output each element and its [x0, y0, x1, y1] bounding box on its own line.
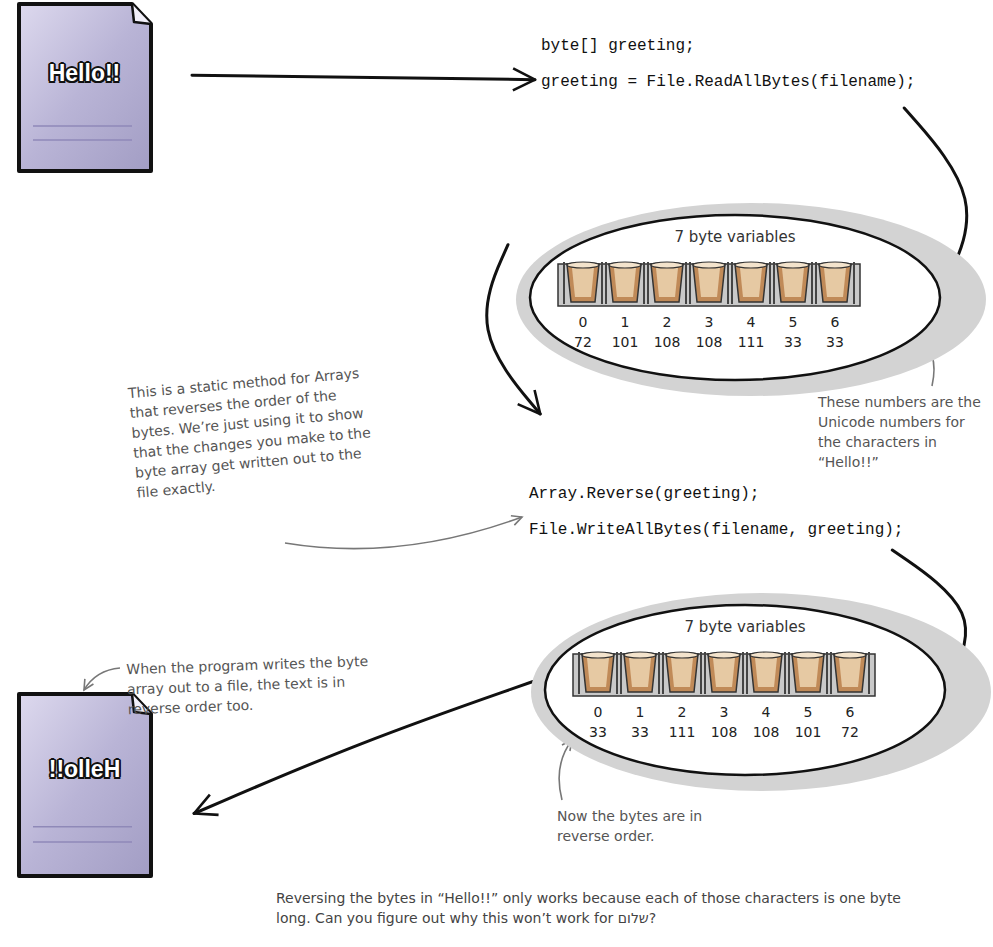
file-shade: [33, 125, 132, 127]
byte-cup: [732, 262, 770, 304]
leader-line: [559, 740, 572, 800]
byte-value: 108: [745, 723, 787, 742]
index-number: 2: [661, 703, 703, 722]
index-number: 4: [745, 703, 787, 722]
byte-cup: [564, 262, 602, 304]
byte-value-row: 721011081081113333: [562, 333, 940, 352]
byte-cup: [774, 262, 812, 304]
index-number-row: 0123456: [577, 703, 945, 722]
caption: Reversing the bytes in “Hello!!” only wo…: [276, 888, 916, 928]
byte-value: 33: [619, 723, 661, 742]
code-block: Array.Reverse(greeting); File.WriteAllByt…: [529, 484, 903, 540]
index-number-row: 0123456: [562, 313, 940, 332]
leader-line: [285, 517, 522, 549]
cup-rack: [573, 654, 875, 696]
file-shade: [33, 826, 132, 828]
file-shade: [33, 139, 132, 141]
code-block: byte[] greeting; greeting = File.ReadAllB…: [541, 36, 915, 92]
blob-shadow: [531, 593, 991, 791]
byte-cup: [606, 262, 644, 304]
code-line: Array.Reverse(greeting);: [529, 484, 903, 504]
byte-value-row: 333311110810810172: [577, 723, 945, 742]
byte-value: 108: [646, 333, 688, 352]
index-number: 5: [787, 703, 829, 722]
byte-cup: [705, 652, 743, 694]
leader-line: [84, 668, 120, 690]
byte-value: 101: [787, 723, 829, 742]
index-number: 0: [577, 703, 619, 722]
index-number: 0: [562, 313, 604, 332]
annotation: This is a static method for Arrays that …: [127, 361, 388, 503]
byte-value: 72: [829, 723, 871, 742]
byte-value: 33: [814, 333, 856, 352]
index-number: 6: [814, 313, 856, 332]
index-number: 6: [829, 703, 871, 722]
file-corner: [132, 4, 151, 24]
index-number: 1: [604, 313, 646, 332]
byte-cup: [816, 262, 854, 304]
file-page: [19, 4, 151, 171]
flow-arrow: [192, 75, 535, 79]
index-number: 5: [772, 313, 814, 332]
byte-cup: [579, 652, 617, 694]
byte-cup: [747, 652, 785, 694]
byte-array-blob: 7 byte variables012345633331111081081017…: [545, 605, 945, 775]
blob-shadow: [516, 203, 986, 396]
byte-value: 33: [772, 333, 814, 352]
byte-cup: [663, 652, 701, 694]
byte-cup: [621, 652, 659, 694]
byte-value: 108: [703, 723, 745, 742]
file-page: [19, 694, 151, 876]
file-shade: [33, 841, 132, 843]
byte-value: 111: [661, 723, 703, 742]
byte-cup: [789, 652, 827, 694]
index-number: 4: [730, 313, 772, 332]
file-outline: [15, 0, 154, 175]
file-icon: Hello!!: [15, 0, 154, 175]
file-text: !!olleH: [15, 756, 154, 783]
code-line: byte[] greeting;: [541, 36, 915, 56]
byte-value: 111: [730, 333, 772, 352]
index-number: 2: [646, 313, 688, 332]
byte-value: 101: [604, 333, 646, 352]
blob-title: 7 byte variables: [530, 227, 940, 247]
cup-rack: [558, 264, 860, 306]
file-icon: !!olleH: [15, 690, 154, 880]
byte-cup: [831, 652, 869, 694]
code-line: File.WriteAllBytes(filename, greeting);: [529, 520, 903, 540]
byte-array-blob: 7 byte variables012345672101108108111333…: [530, 215, 940, 380]
byte-value: 72: [562, 333, 604, 352]
blob-ellipse: [530, 215, 940, 380]
index-number: 3: [703, 703, 745, 722]
annotation: When the program writes the byte array o…: [126, 651, 376, 720]
blob-title: 7 byte variables: [545, 617, 945, 637]
annotation: These numbers are the Unicode numbers fo…: [818, 392, 986, 472]
annotation: Now the bytes are in reverse order.: [557, 806, 735, 846]
index-number: 3: [688, 313, 730, 332]
byte-value: 33: [577, 723, 619, 742]
code-line: greeting = File.ReadAllBytes(filename);: [541, 72, 915, 92]
byte-value: 108: [688, 333, 730, 352]
index-number: 1: [619, 703, 661, 722]
byte-cup: [648, 262, 686, 304]
file-outline: [15, 690, 154, 880]
blob-ellipse: [545, 605, 945, 775]
byte-cup: [690, 262, 728, 304]
file-text: Hello!!: [15, 60, 154, 87]
